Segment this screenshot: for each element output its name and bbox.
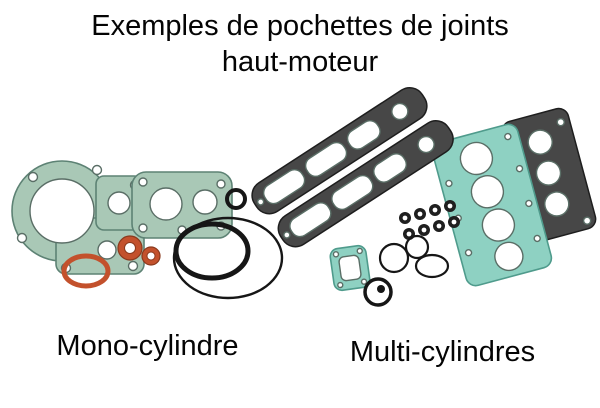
small-o-rings — [378, 234, 450, 279]
mono-cylinder-gasket-set — [11, 160, 284, 300]
caption-mono-cylindre: Mono-cylindre — [56, 330, 239, 362]
small-square-gasket — [329, 244, 371, 292]
multi-cylinder-gasket-set — [251, 86, 597, 307]
black-o-rings-large — [172, 188, 284, 300]
title-line-1: Exemples de pochettes de joints — [91, 10, 509, 42]
caption-multi-cylindres: Multi-cylindres — [349, 336, 536, 368]
cover-gasket — [131, 171, 233, 239]
copper-washers-orange — [61, 235, 161, 289]
valve-stem-seals — [399, 200, 460, 240]
gasket-kits-photo — [11, 86, 597, 307]
seal-ring-with-dot — [363, 277, 393, 307]
title-line-2: haut-moteur — [221, 46, 379, 78]
multi-cylinder-head-gasket — [431, 123, 553, 287]
rocker-cover-gaskets — [251, 86, 454, 248]
cylinder-base-gasket — [11, 160, 145, 275]
page-title: Exemples de pochettes de joints haut-mot… — [0, 8, 600, 80]
